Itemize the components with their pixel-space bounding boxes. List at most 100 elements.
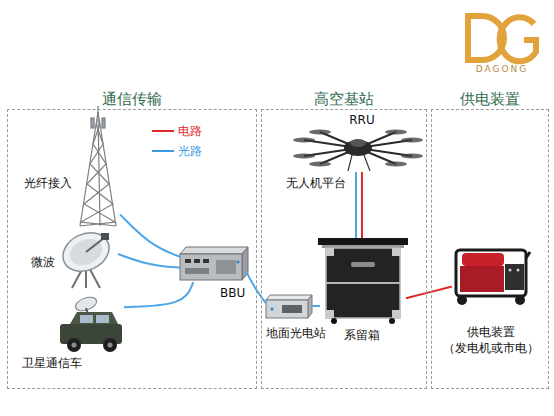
fiber-link — [312, 305, 320, 307]
power-link — [361, 172, 363, 238]
lattice-tower-part — [97, 106, 98, 112]
generator-part — [526, 252, 530, 258]
region-panel: 通信传输光纤接入微波卫星通信车BBU — [8, 110, 256, 388]
bbu-unit-part — [194, 259, 200, 263]
tether-case — [318, 238, 408, 324]
generator-part — [509, 269, 512, 272]
satellite-vehicle-part — [80, 315, 93, 323]
generator-part — [517, 269, 520, 272]
drone-platform — [293, 130, 423, 172]
bbu-unit-part — [180, 254, 242, 280]
satellite-vehicle — [60, 295, 122, 352]
bbu-unit-part — [216, 260, 236, 274]
legend-line — [152, 150, 174, 152]
logo-wordmark: DAGONG — [476, 64, 529, 75]
ground-station-part — [271, 308, 274, 311]
satellite-vehicle-part — [96, 315, 109, 323]
device-label: 地面光电站 — [266, 326, 326, 340]
drone-platform-part — [350, 139, 366, 147]
device-label: 卫星通信车 — [22, 356, 82, 370]
fiber-link — [124, 282, 193, 307]
tether-case-part — [331, 318, 337, 324]
generator-part — [515, 295, 525, 305]
legend-text: 电路 — [178, 124, 202, 138]
generator-part — [457, 295, 467, 305]
drone-platform-part-part — [309, 162, 331, 167]
tether-case-part — [326, 248, 334, 256]
drone-platform-part-part — [309, 130, 331, 135]
legend-line-sample — [152, 124, 174, 138]
generator-node: 供电装置 （发电机或市电） — [452, 246, 530, 304]
device-label: 系留箱 — [344, 328, 380, 342]
tether-case-part — [326, 282, 400, 284]
tether-case-part — [392, 310, 400, 318]
station-node: 地面光电站 — [266, 292, 312, 320]
bbu-unit-part — [203, 259, 209, 263]
company-logo — [468, 16, 536, 61]
microwave-dish — [57, 226, 116, 288]
satellite-vehicle-part — [103, 338, 117, 352]
drone-platform-part — [344, 140, 372, 156]
satellite-vehicle-part — [108, 343, 113, 348]
drone-node: RRU无人机平台 — [292, 128, 424, 172]
legend-item: 电路 — [152, 124, 202, 138]
satellite-vehicle-part — [74, 295, 99, 314]
bbu-unit-part — [185, 268, 209, 274]
device-label: 微波 — [31, 255, 55, 269]
company-logo-part — [500, 17, 536, 61]
microwave-dish-part — [66, 234, 107, 270]
satellite-vehicle-part — [70, 312, 118, 324]
bbu-unit-part — [237, 261, 240, 264]
ground-station-part — [266, 300, 308, 318]
region-panel: 供电装置供电装置 （发电机或市电） — [432, 110, 548, 388]
device-label: 光纤接入 — [24, 176, 72, 190]
tether-case-part — [392, 248, 400, 256]
drone-platform-part — [304, 132, 412, 164]
legend-item: 光路 — [152, 144, 202, 158]
microwave-dish-part — [101, 233, 109, 240]
region-panel: 高空基站RRU无人机平台地面光电站系留箱 — [262, 110, 426, 388]
legend-line — [152, 130, 174, 132]
bbu-unit-part — [180, 247, 248, 254]
drone-platform-part-part — [293, 138, 315, 143]
drone-platform-part-part — [293, 154, 315, 159]
drone-platform-part-part — [401, 138, 423, 143]
legend-line-sample — [152, 144, 174, 158]
device-label: BBU — [220, 286, 245, 300]
fiber-link — [355, 172, 357, 238]
drone-platform-part — [348, 155, 352, 171]
device-label: 供电装置 （发电机或市电） — [439, 324, 543, 356]
ground-station-part — [266, 295, 312, 300]
fiber-link — [246, 271, 266, 303]
tether-case-part — [389, 318, 395, 324]
bbu-unit — [180, 247, 248, 280]
generator-part — [505, 264, 524, 290]
fiber-link — [118, 254, 180, 268]
lattice-tower — [80, 106, 116, 226]
microwave-dish-part — [57, 226, 116, 279]
legend-text: 光路 — [178, 144, 202, 158]
vehicle-node: 卫星通信车 — [58, 296, 124, 352]
device-label: RRU — [349, 113, 374, 127]
drone-platform-part-part — [385, 130, 407, 135]
bbu-unit-part — [185, 259, 191, 263]
device-label: 无人机平台 — [286, 176, 346, 190]
dish-node: 微波 — [60, 230, 118, 290]
region-heading: 高空基站 — [314, 90, 374, 108]
bbu-node: BBU — [180, 246, 246, 282]
drone-platform-part — [364, 155, 370, 171]
generator-part — [460, 266, 504, 292]
tether-case-part — [326, 248, 400, 318]
tower-node: 光纤接入 — [76, 110, 120, 226]
drone-platform-part — [293, 130, 423, 167]
tether-case-part — [326, 310, 334, 318]
tether-case-part — [318, 238, 408, 245]
tether-case-part — [351, 262, 375, 267]
lattice-tower-part — [80, 124, 115, 226]
satellite-vehicle-part — [72, 343, 77, 348]
lattice-tower-part — [81, 124, 116, 226]
region-heading: 通信传输 — [102, 90, 162, 108]
lattice-tower-part — [102, 118, 105, 128]
